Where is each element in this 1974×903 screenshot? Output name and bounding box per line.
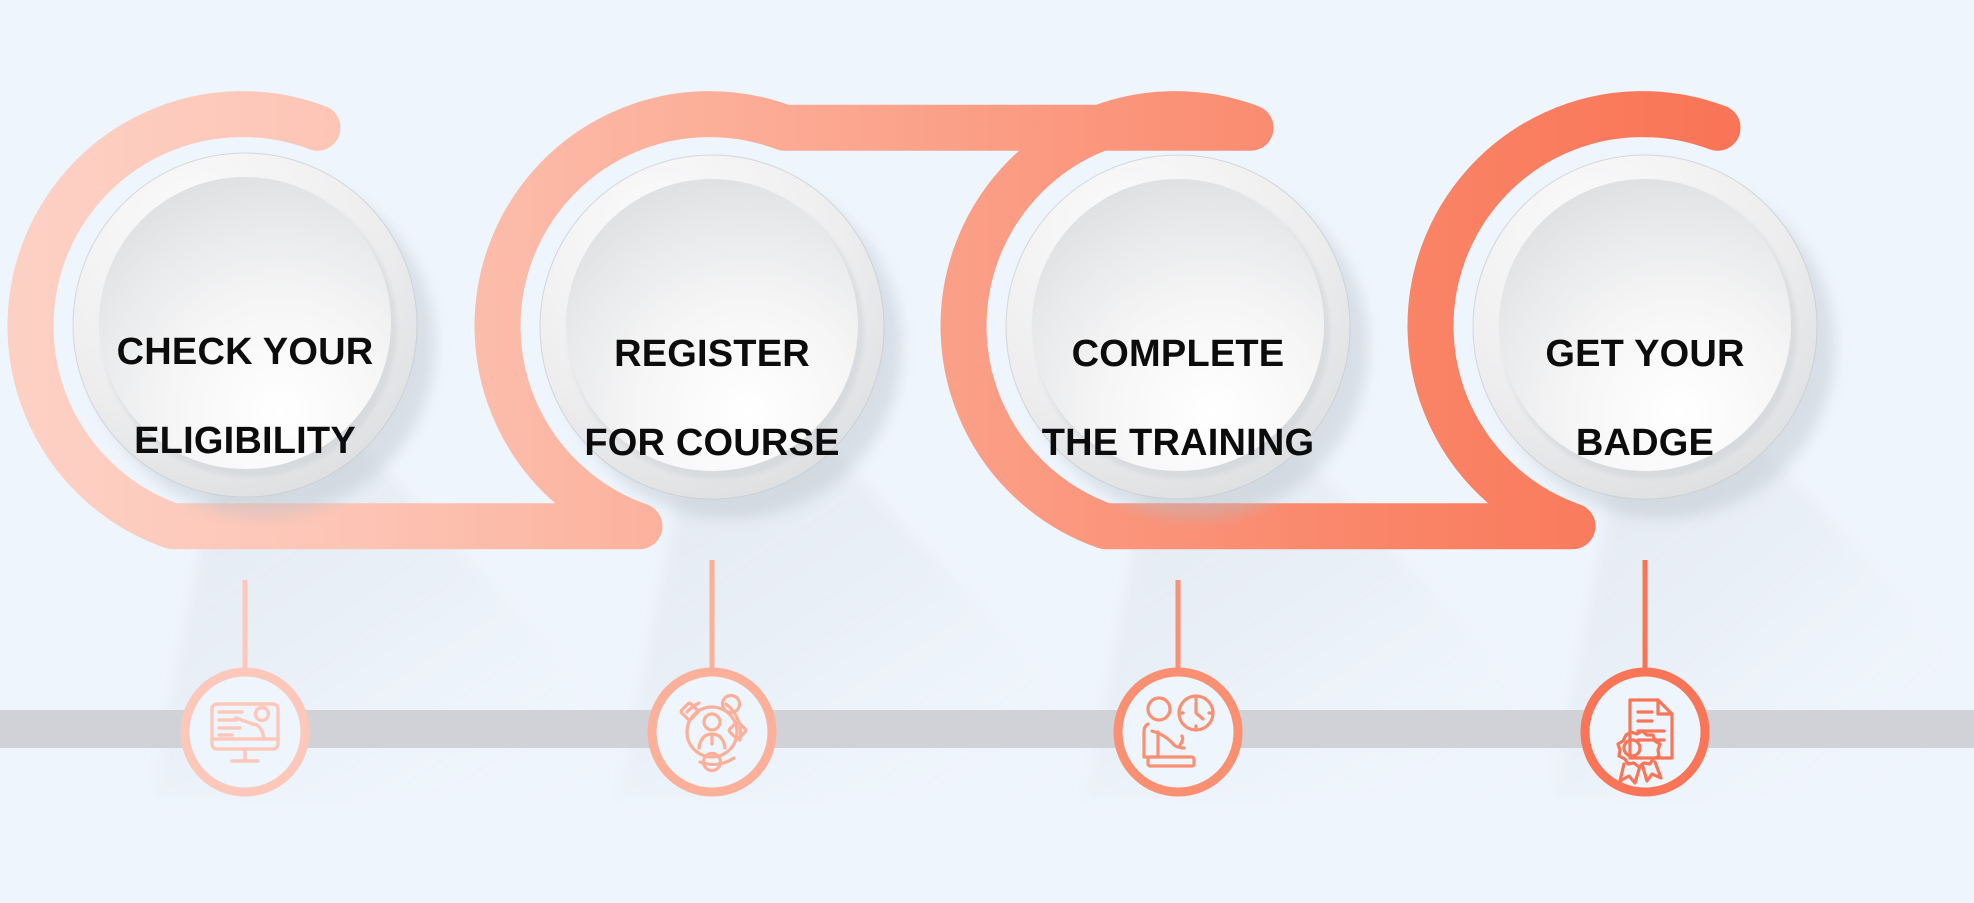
step-circle-2[interactable] — [539, 154, 902, 519]
icon-badge-3-ring — [1113, 667, 1243, 797]
step-circle-1-face — [99, 177, 391, 469]
icon-badge-3[interactable] — [1113, 667, 1243, 797]
step-circle-4[interactable] — [1472, 154, 1835, 519]
step-circle-3[interactable] — [1005, 154, 1368, 519]
step-circle-2-rim-edge — [539, 154, 885, 500]
icon-badge-2-ring — [647, 667, 777, 797]
user-network-icon — [679, 693, 748, 773]
snaking-progress-ribbon — [7, 91, 1741, 550]
icon-badge-1[interactable] — [180, 667, 310, 797]
step-circle-3-face — [1032, 179, 1324, 471]
desk-study-clock-icon — [1142, 694, 1215, 768]
step-circle-1-rim-edge — [72, 152, 418, 498]
step-circle-1[interactable] — [72, 152, 435, 517]
icon-badge-1-ring — [180, 667, 310, 797]
connector-stems — [242, 560, 1648, 672]
icon-badge-4[interactable] — [1580, 667, 1710, 797]
step-circle-4-face — [1499, 179, 1791, 471]
step-circle-2-face — [566, 179, 858, 471]
icon-badge-2[interactable] — [647, 667, 777, 797]
step-circle-4-rim-edge — [1472, 154, 1818, 500]
step-circle-3-rim-edge — [1005, 154, 1351, 500]
certificate-award-icon — [1616, 698, 1674, 785]
presentation-screen-icon — [210, 702, 280, 763]
